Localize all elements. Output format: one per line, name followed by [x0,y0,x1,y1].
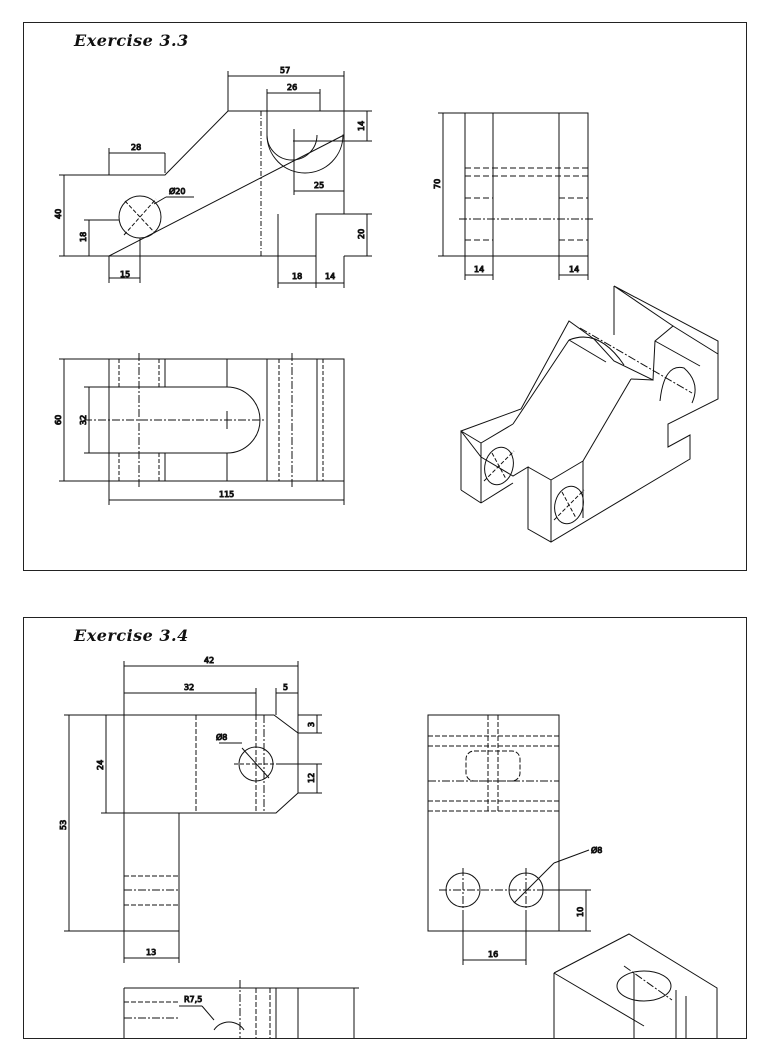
dim-24: 24 [96,760,105,770]
dim-5: 5 [283,683,288,692]
front-view: 57 26 28 Ø20 25 15 18 14 40 18 14 20 [54,66,372,288]
side-view: Ø8 10 16 [427,714,603,965]
dim-53: 53 [59,820,68,830]
dim-25: 25 [314,181,324,190]
exercise-3-3-drawing: 57 26 28 Ø20 25 15 18 14 40 18 14 20 [54,66,719,543]
dim-20: 20 [357,229,366,239]
exercise-title: Exercise 3.4 [74,626,189,645]
dim-70: 70 [433,179,442,189]
dim-42: 42 [204,656,214,665]
front-view: 42 32 5 Ø8 3 12 24 53 13 [59,656,322,963]
dim-14: 14 [357,121,366,131]
isometric-view [460,285,719,543]
dim-15: 15 [120,270,130,279]
dim-16: 16 [488,950,498,959]
dim-18-notch: 18 [292,272,302,281]
side-view: 70 14 14 [433,112,594,280]
dim-10: 10 [576,907,585,917]
exercise-3-4-drawing: 42 32 5 Ø8 3 12 24 53 13 [59,656,718,1038]
dim-32: 32 [184,683,194,692]
dim-26: 26 [287,83,297,92]
dim-hole-dia: Ø20 [169,186,185,196]
dim-hole-dia-side: Ø8 [591,845,602,855]
dim-115: 115 [219,490,234,499]
exercise-3-3-sheet: Exercise 3.3 57 [23,22,747,571]
dim-13: 13 [146,948,156,957]
dim-12: 12 [307,773,316,783]
top-view: R7,5 [123,980,359,1038]
dim-18: 18 [79,232,88,242]
dim-14-left: 14 [474,265,484,274]
dim-28: 28 [131,143,141,152]
dim-60: 60 [54,415,63,425]
dim-hole-dia: Ø8 [216,732,227,742]
isometric-view [553,933,718,1038]
exercise-title: Exercise 3.3 [74,31,189,50]
dim-r7-5: R7,5 [184,995,202,1004]
dim-14-right: 14 [569,265,579,274]
exercise-3-4-sheet: Exercise 3.4 42 32 5 Ø8 [23,617,747,1039]
top-view: 60 32 115 [54,353,345,505]
dim-40: 40 [54,209,63,219]
dim-3: 3 [307,722,316,727]
dim-57: 57 [280,66,290,75]
dim-14-notch: 14 [325,272,335,281]
dim-32: 32 [79,415,88,425]
